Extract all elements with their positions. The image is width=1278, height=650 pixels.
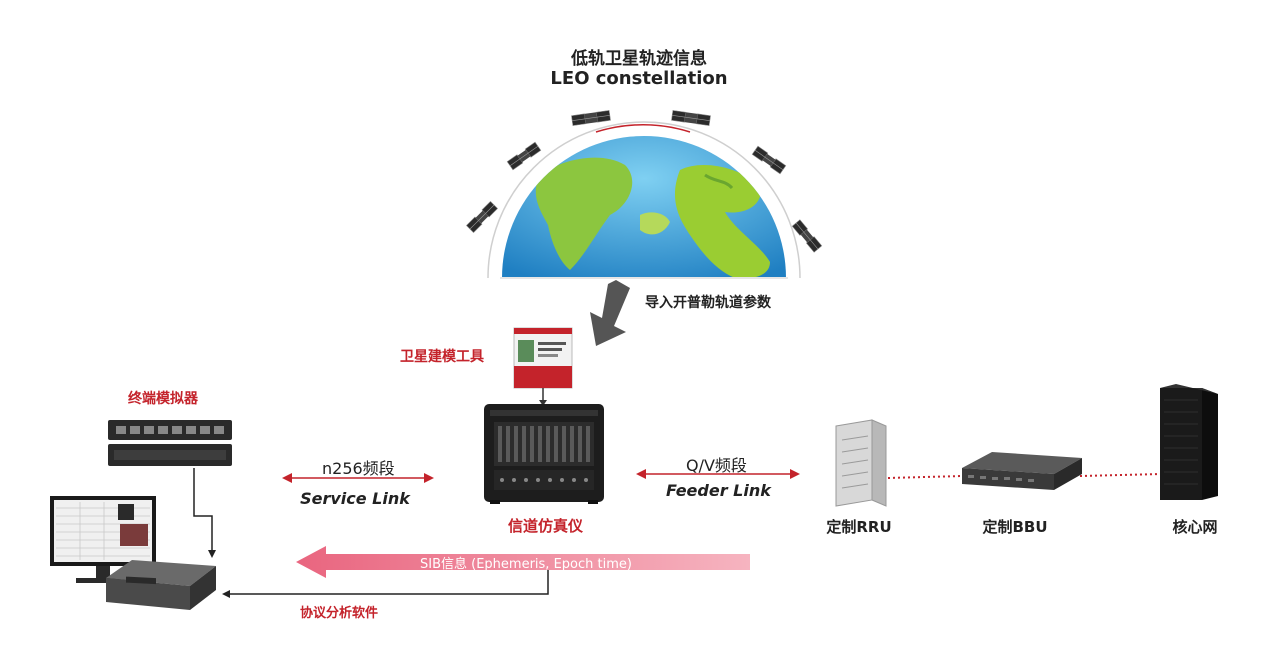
satellite-tool-label: 卫星建模工具 — [400, 349, 484, 365]
terminal-label: 终端模拟器 — [128, 391, 198, 407]
protocol-label: 协议分析软件 — [300, 606, 379, 621]
channel-simulator-device — [484, 404, 604, 504]
satellite-icon — [571, 110, 611, 126]
terminal-simulator-device — [108, 420, 232, 466]
monitor-device — [50, 496, 156, 583]
satellite-icon — [671, 110, 711, 126]
rru-label: 定制RRU — [826, 518, 892, 536]
dotted-connection — [887, 473, 1161, 479]
satellite-icon — [506, 141, 542, 171]
service-band-label: n256频段 — [322, 459, 395, 478]
import-label: 导入开普勒轨道参数 — [645, 295, 771, 311]
earth-globe — [500, 136, 788, 279]
satellite-icon — [791, 219, 823, 253]
feeder-link-arrow — [636, 469, 800, 479]
satellite-icon — [466, 201, 498, 233]
sib-label: SIB信息 (Ephemeris, Epoch time) — [420, 557, 632, 572]
pc-device — [106, 560, 216, 610]
service-link-arrow — [282, 473, 434, 483]
satellite-icon — [751, 145, 787, 175]
channel-sim-label: 信道仿真仪 — [508, 517, 584, 535]
core-label: 核心网 — [1172, 518, 1218, 536]
rru-device — [835, 419, 887, 507]
feeder-band-label: Q/V频段 — [686, 456, 747, 475]
sib-arrow — [296, 546, 750, 578]
diagram-title-en: LEO constellation — [550, 68, 728, 89]
diagram-title-cn: 低轨卫星轨迹信息 — [571, 49, 707, 69]
service-link-label: Service Link — [300, 489, 410, 508]
bbu-device — [962, 452, 1082, 490]
bbu-label: 定制BBU — [982, 518, 1048, 536]
orbit-arcs — [487, 121, 801, 279]
core-network-rack — [1160, 384, 1218, 500]
feeder-link-label: Feeder Link — [666, 481, 771, 500]
protocol-arrow — [222, 566, 549, 598]
import-arrow — [590, 280, 630, 346]
satellite-tool-box — [513, 327, 573, 406]
terminal-cable — [193, 468, 216, 558]
